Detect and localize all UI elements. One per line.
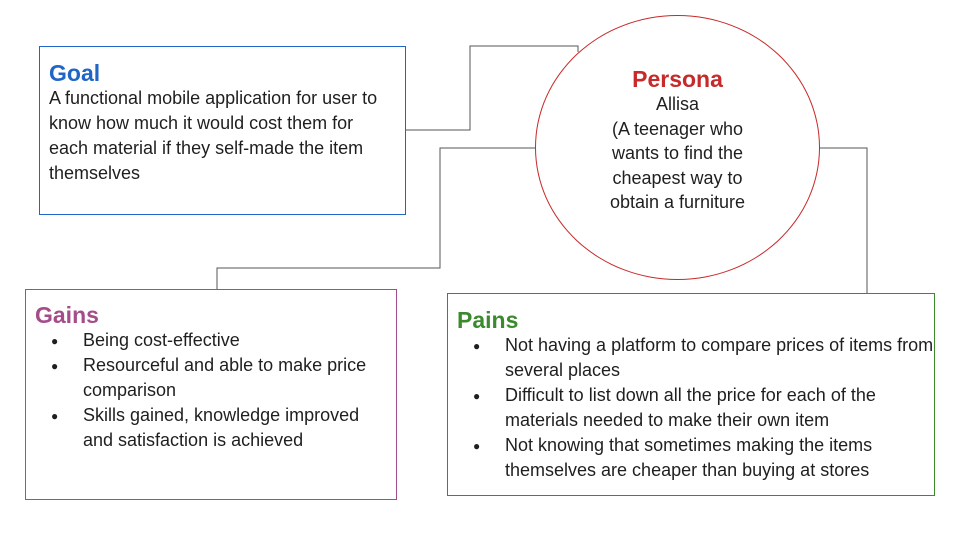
persona-circle: Persona Allisa (A teenager who wants to … [535,15,820,280]
connector-goal-persona [406,45,579,131]
pains-item: Not having a platform to compare prices … [457,333,935,383]
gains-item: Resourceful and able to make price compa… [35,353,383,403]
pains-item: Not knowing that sometimes making the it… [457,433,935,483]
gains-item: Being cost-effective [35,328,383,354]
pains-box: Pains Not having a platform to compare p… [447,293,935,496]
persona-description: Allisa (A teenager who wants to find the… [536,92,819,215]
persona-line: wants to find the [611,143,744,163]
pains-item: Difficult to list down all the price for… [457,383,935,433]
goal-text: A functional mobile application for user… [49,88,378,183]
pains-title: Pains [457,307,519,333]
persona-line: cheapest way to [612,167,743,188]
connector-persona-gains [216,147,537,289]
persona-title: Persona [632,66,723,92]
gains-list: Being cost-effective Resourceful and abl… [35,328,396,453]
persona-line: obtain a furniture [609,192,746,212]
persona-line: (A teenager who [611,118,744,139]
gains-item: Skills gained, knowledge improved and sa… [35,403,383,453]
goal-box: Goal A functional mobile application for… [39,46,406,215]
persona-line: Allisa [655,94,699,114]
gains-title: Gains [35,302,99,328]
pains-list: Not having a platform to compare prices … [457,333,934,483]
gains-box: Gains Being cost-effective Resourceful a… [25,289,397,500]
goal-title: Goal [49,60,101,86]
connector-persona-pains [820,147,868,293]
